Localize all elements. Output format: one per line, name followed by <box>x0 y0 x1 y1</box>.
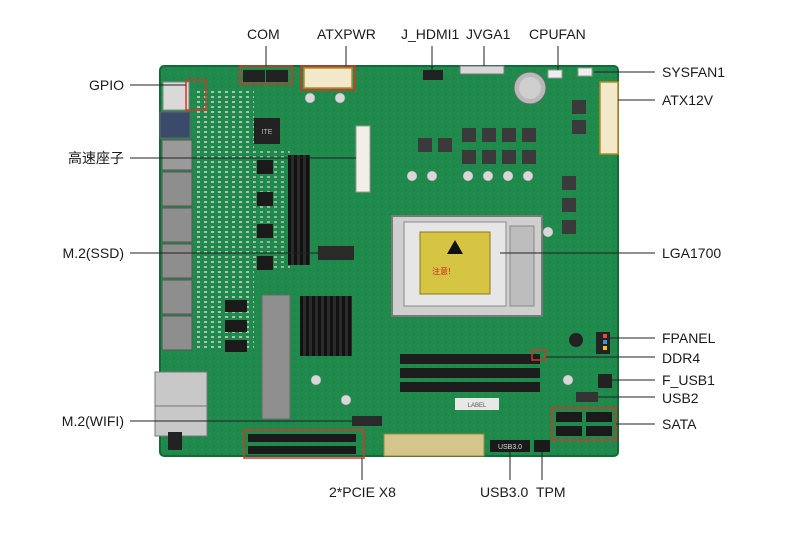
label-m2-wifi: M.2(WIFI) <box>61 413 124 429</box>
pcie-slot-1 <box>248 434 356 442</box>
ite-chip <box>254 118 280 144</box>
label-gpio: GPIO <box>88 77 124 93</box>
highlight-pcie <box>243 429 365 459</box>
label-tpm: TPM <box>536 484 566 500</box>
highlight-ddr4 <box>531 349 547 361</box>
usb30-header <box>490 440 530 452</box>
buzzer <box>569 333 583 347</box>
label-jvga1: JVGA1 <box>466 26 511 42</box>
label-com: COM <box>247 26 280 42</box>
hdmi-header <box>423 70 443 80</box>
atxpwr-connector <box>303 67 353 89</box>
heatsink-left <box>288 155 310 265</box>
label-atx12v: ATX12V <box>662 92 714 108</box>
heatsink-lower <box>261 294 291 420</box>
label-fpanel: FPANEL <box>662 330 716 346</box>
label-sata: SATA <box>662 416 697 432</box>
label-high-speed-socket: 高速座子 <box>68 150 124 166</box>
label-m2-ssd: M.2(SSD) <box>62 245 124 261</box>
pcie-x8-slot-gold <box>383 433 485 457</box>
m2-ssd-slot <box>318 246 354 260</box>
label-ddr4: DDR4 <box>662 350 701 366</box>
ite-text: ITE <box>262 129 273 136</box>
highlight-gpio <box>185 79 207 111</box>
ddr4-slots: LABEL <box>400 354 540 410</box>
warning-text: 注意! <box>432 266 451 276</box>
label-f-usb1: F_USB1 <box>662 372 715 388</box>
label-sysfan1: SYSFAN1 <box>662 64 726 80</box>
com-header-2 <box>266 70 288 82</box>
label-lga1700: LGA1700 <box>662 245 722 261</box>
label-pcie: 2*PCIE X8 <box>329 484 396 500</box>
vga-header <box>459 65 505 75</box>
sata-ports <box>556 412 612 436</box>
heatsink-chipset <box>300 296 352 356</box>
cpufan-header <box>547 69 563 79</box>
atx12v-connector <box>599 81 619 155</box>
label-j-hdmi1: J_HDMI1 <box>401 26 460 42</box>
com-header-1 <box>243 70 265 82</box>
label-cpufan: CPUFAN <box>529 26 586 42</box>
sysfan-header <box>577 67 593 77</box>
usb2-header <box>576 392 598 402</box>
label-slot-text: LABEL <box>468 403 487 409</box>
high-speed-socket <box>355 125 371 193</box>
label-atxpwr: ATXPWR <box>317 26 376 42</box>
usb30-silk: USB3.0 <box>498 444 522 451</box>
label-usb2: USB2 <box>662 390 699 406</box>
label-usb30: USB3.0 <box>480 484 529 500</box>
highlight-atxpwr <box>300 65 356 91</box>
m2-wifi-slot <box>352 416 382 426</box>
f-usb1-header <box>598 374 612 388</box>
cpu-socket: 注意! <box>391 215 543 317</box>
rear-io <box>154 81 208 450</box>
pcie-slot-2 <box>248 446 356 454</box>
leader-lines <box>130 46 655 480</box>
tpm-header <box>534 440 550 452</box>
